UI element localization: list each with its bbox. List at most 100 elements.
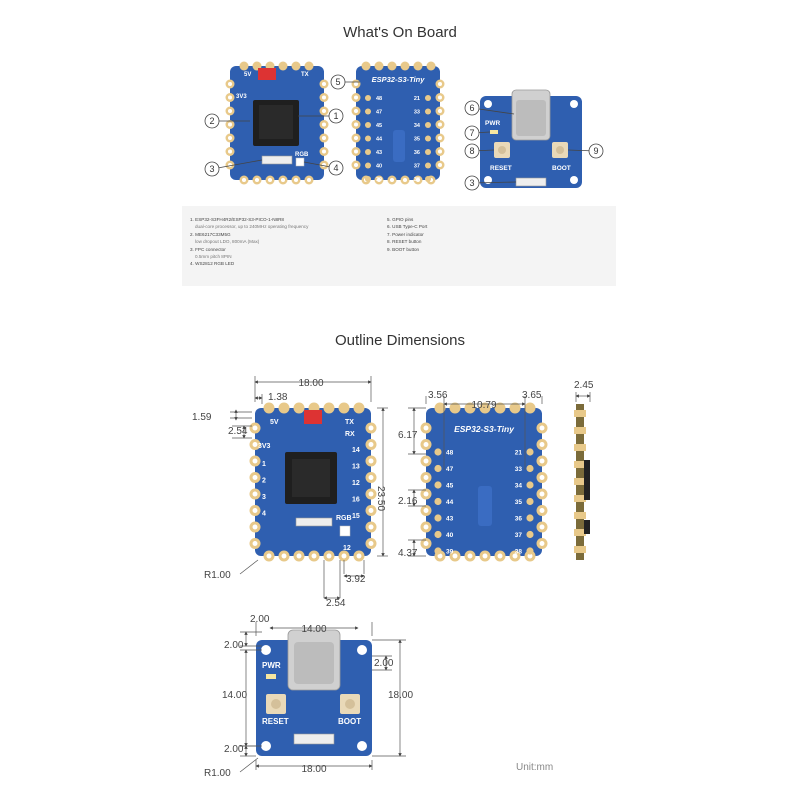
reset-cap-outline — [271, 699, 281, 709]
silk-3v3-outline: 3V3 — [258, 443, 271, 450]
gpio-label: 40 — [376, 163, 382, 169]
gpio-pad — [364, 135, 372, 142]
pad-hole — [353, 162, 359, 168]
gpio-pad — [364, 148, 372, 156]
gpio-pad — [526, 448, 534, 456]
callout-circle — [464, 143, 480, 159]
gpio-pad — [424, 162, 432, 169]
callout-circle — [328, 108, 344, 124]
pad-hole — [252, 475, 258, 480]
front-pin-label: 4 — [262, 511, 266, 518]
callout-circle — [330, 74, 346, 90]
side-pads — [574, 410, 586, 553]
pad-hole — [227, 122, 233, 127]
silk-rgb: RGB — [295, 152, 309, 158]
gpio-pad — [364, 121, 372, 129]
pad-hole — [353, 95, 359, 100]
side-chip — [584, 460, 590, 500]
mount-hole-bl — [484, 176, 492, 184]
gpio-pad — [434, 530, 442, 539]
pad-hole — [423, 475, 429, 480]
castellated-pad — [434, 402, 446, 414]
gpio-pad — [526, 514, 534, 522]
silk-5v: 5V — [244, 72, 251, 78]
usb-module-outline: PWR RESET BOOT — [256, 629, 372, 756]
fpc-connector-outline — [295, 517, 333, 527]
silk-rgb-outline: RGB — [336, 515, 352, 522]
dim-back-right-offset: 3.65 — [522, 390, 542, 401]
pad-hole — [227, 149, 233, 154]
dim-module-bottom: 2.00 — [224, 744, 244, 755]
pad-hole — [437, 553, 443, 559]
unit-label: Unit:mm — [516, 762, 554, 773]
gpio-pad — [364, 175, 372, 183]
front-pin-label: 15 — [352, 513, 360, 520]
front-pin-label: 2 — [262, 478, 266, 485]
pad-hole — [321, 108, 327, 114]
gpio-label: 21 — [414, 96, 420, 102]
callout-number: 9 — [593, 146, 598, 156]
castellated-pad — [263, 402, 275, 414]
dim-back-left-offset: 3.56 — [428, 390, 448, 401]
dim-module-width: 14.00 — [301, 624, 326, 635]
gpio-label: 36 — [515, 515, 523, 522]
dimension-labels: 18.00 1.38 1.59 2.54 23.50 R1.00 3.92 2.… — [192, 378, 594, 779]
side-pad — [574, 529, 586, 536]
dim-front-bottom-offset: 3.92 — [346, 574, 366, 585]
castellated-pad — [323, 402, 335, 414]
pad-hole — [368, 458, 374, 464]
legend-sub-3: 0.5mm pitch 8PIN — [195, 254, 232, 260]
pad-hole — [254, 177, 260, 183]
dim-module-bottom-width: 18.00 — [301, 764, 326, 775]
front-pin-label: 1 — [262, 461, 266, 468]
pad-hole — [296, 553, 302, 559]
pad-hole — [227, 135, 233, 141]
gpio-pad — [526, 481, 534, 489]
dim-front-bottom-pitch: 2.54 — [326, 598, 346, 609]
gpio-label: 48 — [446, 449, 454, 456]
usb-c-inner-outline — [294, 642, 334, 684]
legend-item-4: 4. WS2812 RGB LED — [190, 261, 235, 267]
silk-reset-outline: RESET — [262, 717, 289, 726]
pad-hole — [227, 95, 233, 100]
legend-item-2: 2. ME6217C33M5G — [190, 231, 231, 237]
dim-back-mid: 2.16 — [398, 496, 418, 507]
pad-hole — [402, 177, 408, 183]
boot-cap-outline — [345, 699, 355, 709]
gpio-label: 21 — [515, 449, 523, 456]
hole-bl-outline — [261, 741, 271, 751]
pad-hole — [437, 122, 443, 127]
pad-hole — [353, 81, 359, 87]
power-led — [490, 130, 498, 134]
dim-back-bottom: 4.37 — [398, 548, 418, 559]
pad-hole — [252, 458, 258, 464]
silk-tx: TX — [301, 72, 309, 78]
pad-hole — [252, 541, 258, 546]
gpio-label: 37 — [414, 163, 420, 169]
pad-hole — [482, 553, 488, 559]
castellated-pad — [278, 61, 288, 71]
pad-hole — [423, 491, 429, 497]
pad-hole — [368, 442, 374, 447]
pad-hole — [341, 553, 347, 559]
castellated-pad — [304, 61, 314, 71]
pad-hole — [539, 491, 545, 497]
boot-button-cap — [556, 146, 564, 154]
gpio-label: 43 — [376, 150, 382, 156]
pad-hole — [437, 81, 443, 87]
callout-circle — [464, 100, 480, 116]
pad-hole — [437, 149, 443, 154]
pad-hole — [356, 553, 362, 559]
pad-hole — [241, 177, 247, 183]
gpio-pad — [434, 464, 442, 473]
callout-number: 5 — [335, 77, 340, 87]
castellated-pad — [278, 402, 290, 414]
gpio-label: 34 — [414, 123, 421, 129]
fpc-connector — [261, 155, 293, 165]
pad-hole — [368, 475, 374, 480]
callout-circle — [204, 161, 220, 177]
